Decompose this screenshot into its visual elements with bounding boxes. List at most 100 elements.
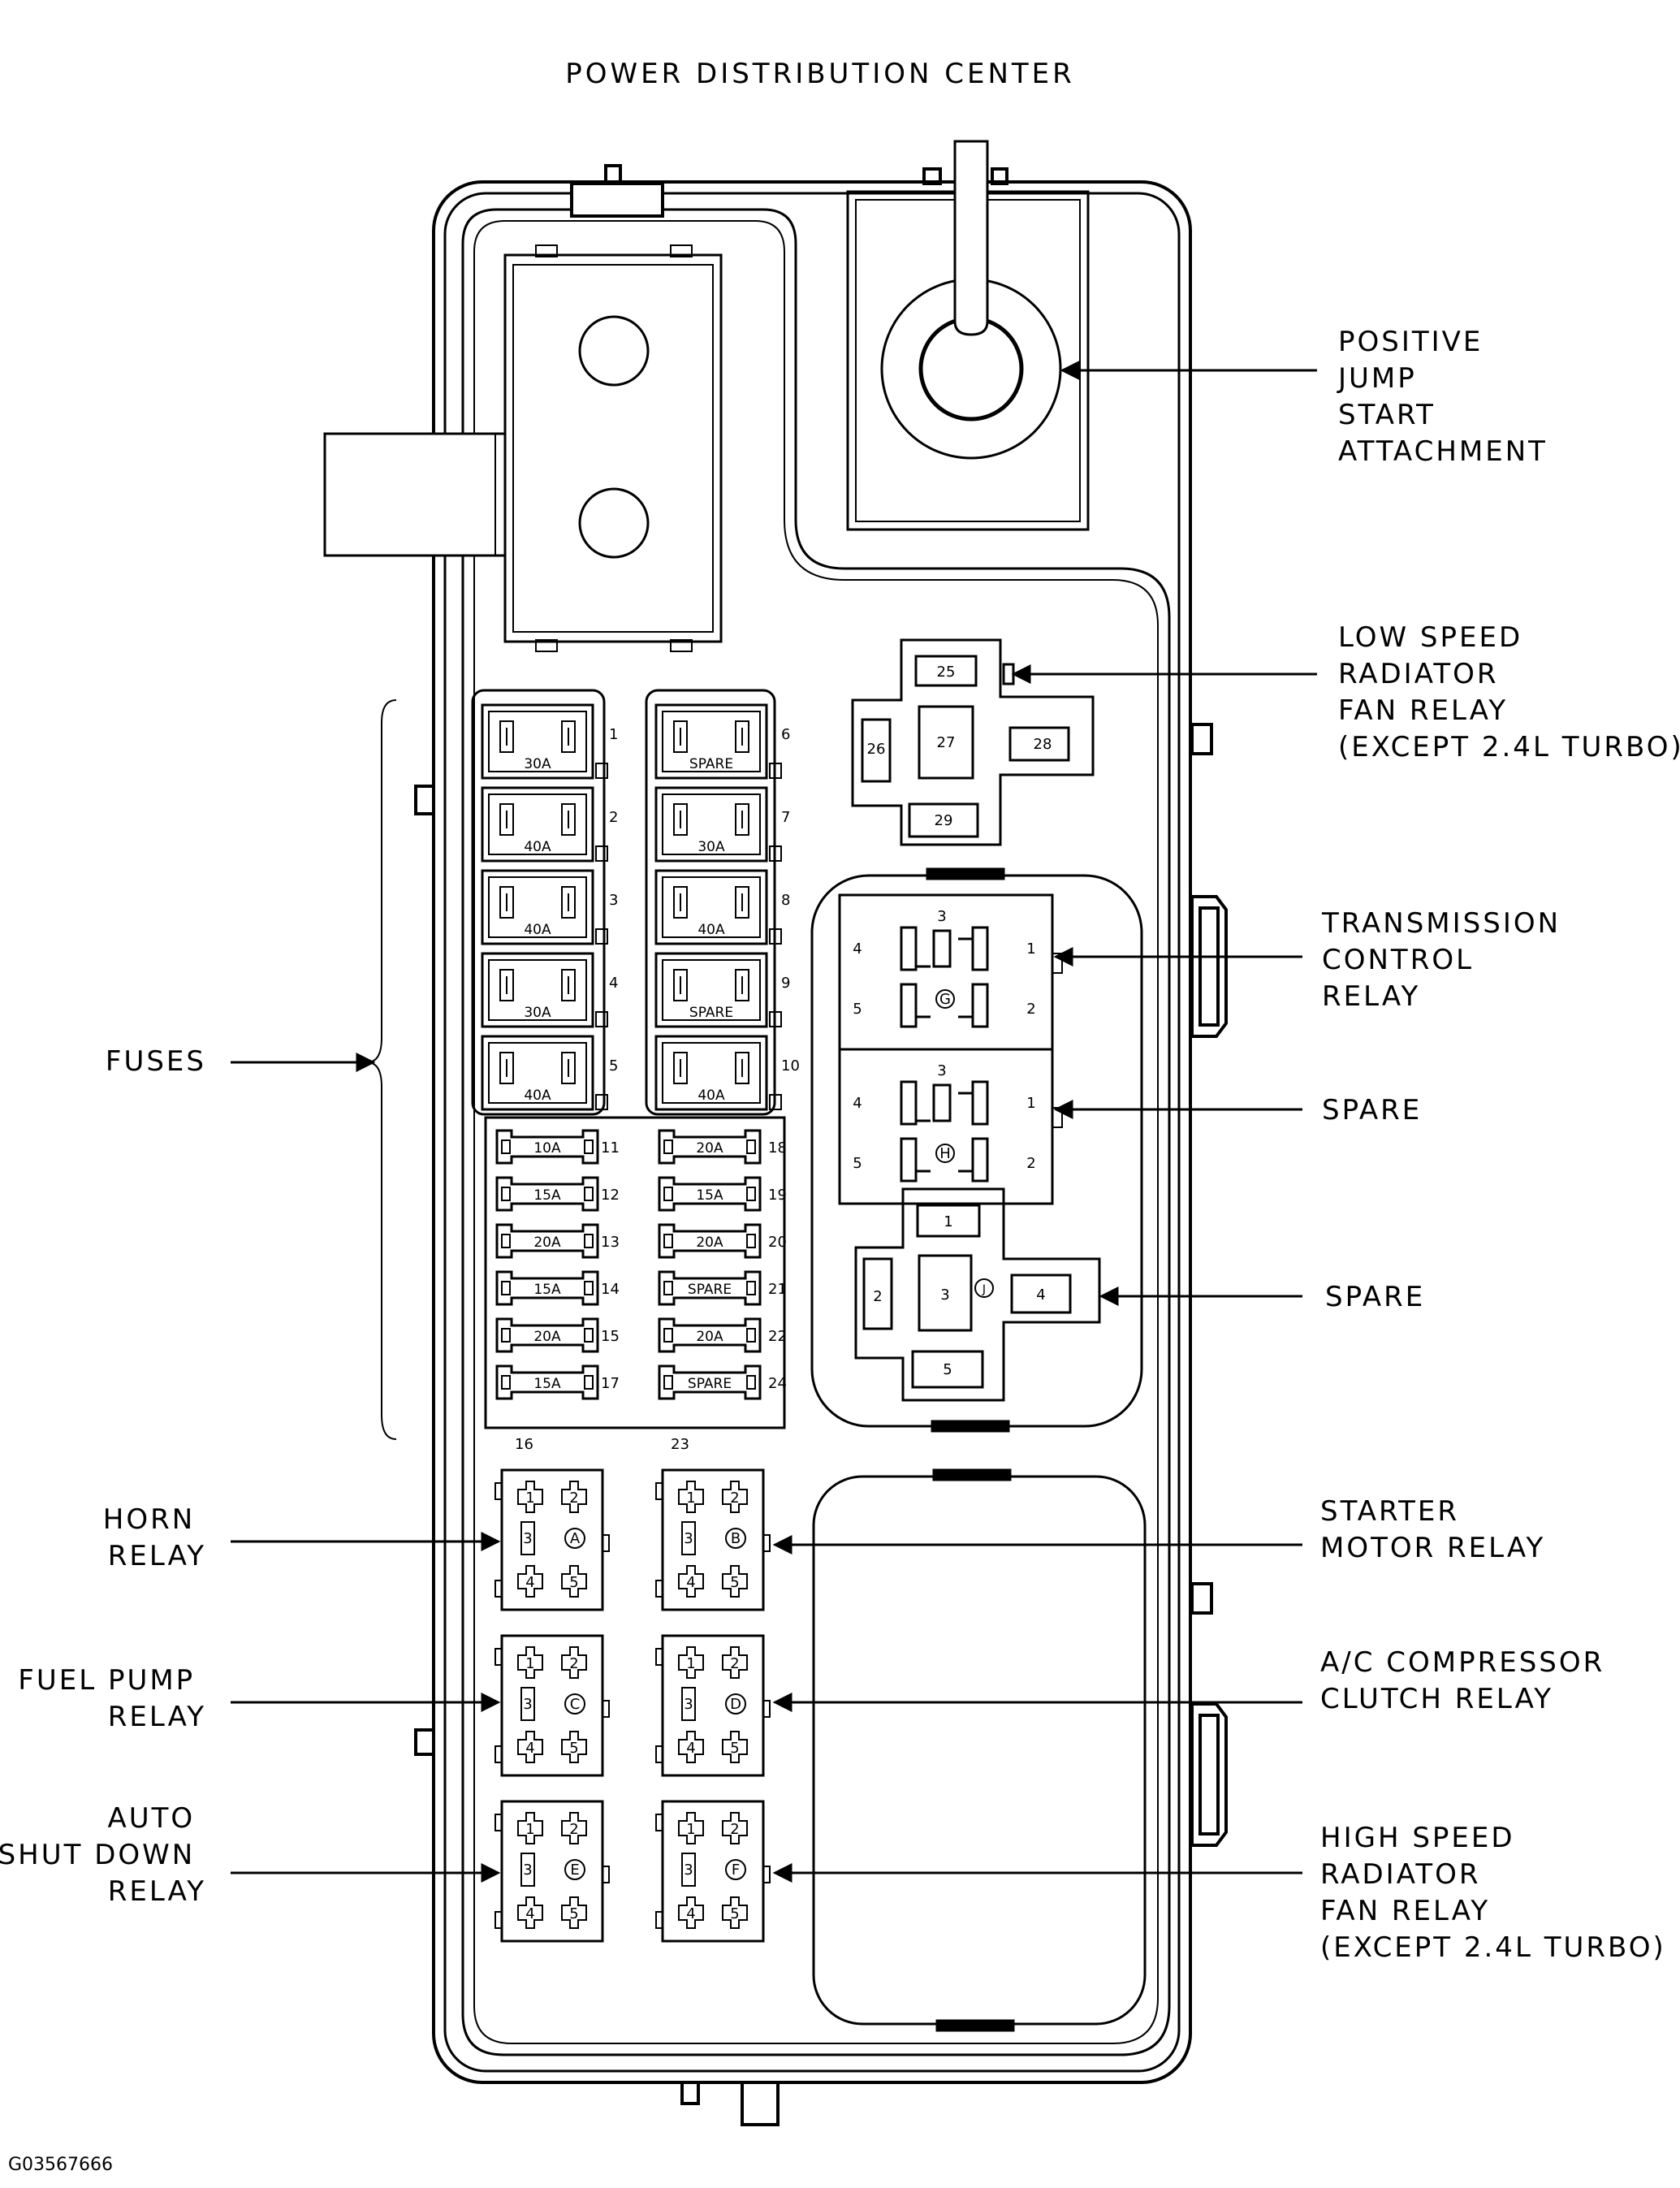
- relay-f-pin-4: 4: [686, 1905, 695, 1922]
- mini-fuse-24: [658, 1364, 762, 1400]
- relay-g-pin-3: 3: [937, 908, 946, 925]
- mini-fuse-rating-24: SPARE: [688, 1376, 732, 1392]
- fuse-number-24: 24: [768, 1375, 787, 1392]
- relay-h-terminals: [900, 1080, 989, 1183]
- relay-c-pin-3: 3: [523, 1696, 532, 1713]
- main-terminal-block: [323, 244, 723, 652]
- relay-a-pin-5: 5: [569, 1574, 578, 1591]
- label-auto-shut-down-relay: AUTO SHUT DOWN RELAY: [0, 1802, 206, 1908]
- fuse-number-17: 17: [601, 1375, 620, 1392]
- fuse-rating-8: 40A: [697, 922, 725, 938]
- mini-fuse-block: [484, 1116, 786, 1429]
- relay-b-pin-4: 4: [686, 1574, 695, 1591]
- relay-h-letter: H: [939, 1145, 951, 1162]
- relay-c-letter: C: [570, 1696, 581, 1713]
- relay-j-letter: J: [982, 1283, 986, 1296]
- fuse-number-9: 9: [781, 975, 790, 992]
- mini-fuse-17: [495, 1364, 599, 1400]
- fuse-number-1: 1: [609, 726, 618, 743]
- label-high-speed-fan-relay: HIGH SPEED RADIATOR FAN RELAY (EXCEPT 2.…: [1320, 1822, 1666, 1964]
- relay-c: [494, 1634, 610, 1777]
- callout-labels: POSITIVE JUMP START ATTACHMENT LOW SPEED…: [0, 326, 1680, 1964]
- mini-fuse-rating-14: 15A: [533, 1282, 561, 1298]
- relay-a-pin-3: 3: [523, 1530, 532, 1547]
- mini-fuse-20: [658, 1223, 762, 1259]
- relay-f-letter: F: [732, 1862, 740, 1879]
- mini-fuse-rating-20: 20A: [696, 1235, 723, 1251]
- relay-f-pin-1: 1: [686, 1821, 695, 1838]
- relay-f-pin-5: 5: [730, 1905, 739, 1922]
- mini-fuse-22: [658, 1317, 762, 1353]
- fuse-rating-6: SPARE: [689, 756, 733, 772]
- relay-e-pin-1: 1: [525, 1821, 534, 1838]
- fuse-number-11: 11: [601, 1139, 620, 1157]
- mini-fuse-rating-18: 20A: [696, 1140, 723, 1157]
- relay-g-pin-4: 4: [853, 940, 862, 958]
- fuse-number-13: 13: [601, 1234, 620, 1251]
- label-positive-jump-start: POSITIVE JUMP START ATTACHMENT: [1337, 326, 1548, 468]
- relay-h-pin-5: 5: [853, 1155, 862, 1172]
- relay-f-pin-3: 3: [684, 1862, 693, 1879]
- fuse-number-20: 20: [768, 1234, 787, 1251]
- fuse-number-5: 5: [609, 1057, 618, 1075]
- maxi-fuse-4: [481, 952, 608, 1028]
- relay-a-pin-1: 1: [525, 1490, 534, 1507]
- mini-fuse-rating-13: 20A: [533, 1235, 561, 1251]
- maxi-fuse-3: [481, 869, 608, 945]
- fuse-number-15: 15: [601, 1328, 620, 1345]
- relay-a: [494, 1468, 610, 1611]
- relay-h-pin-4: 4: [853, 1095, 862, 1112]
- relay-b-pin-2: 2: [730, 1490, 739, 1507]
- label-ac-compressor-relay: A/C COMPRESSOR CLUTCH RELAY: [1320, 1646, 1616, 1715]
- relay-g-letter: G: [939, 991, 951, 1008]
- relay-pin-26: 26: [867, 741, 886, 758]
- relay-d-pin-3: 3: [684, 1696, 693, 1713]
- maxi-fuse-9: [654, 952, 782, 1028]
- maxi-fuse-2: [481, 786, 608, 863]
- fuse-number-23: 23: [671, 1436, 689, 1453]
- maxi-fuse-8: [654, 869, 782, 945]
- relay-d-pin-2: 2: [730, 1655, 739, 1672]
- fuse-rating-9: SPARE: [689, 1005, 733, 1021]
- mini-fuse-18: [658, 1129, 762, 1165]
- fuse-number-7: 7: [781, 809, 790, 826]
- relay-h-pin-3: 3: [937, 1062, 946, 1079]
- empty-compartment: [812, 1468, 1147, 2032]
- mini-fuse-19: [658, 1176, 762, 1212]
- relay-b: [655, 1468, 771, 1611]
- relay-e-letter: E: [570, 1862, 579, 1879]
- label-fuses: FUSES: [106, 1045, 206, 1078]
- relay-d-pin-1: 1: [686, 1655, 695, 1672]
- jump-start-post: [846, 140, 1090, 531]
- fuse-number-19: 19: [768, 1187, 787, 1204]
- mini-fuse-15: [495, 1317, 599, 1353]
- relay-j-pin-5: 5: [943, 1361, 952, 1378]
- relay-b-pin-1: 1: [686, 1490, 695, 1507]
- relay-b-letter: B: [731, 1530, 741, 1547]
- maxi-fuse-7: [654, 786, 782, 863]
- relay-c-pin-2: 2: [569, 1655, 578, 1672]
- mini-fuse-rating-15: 20A: [533, 1329, 561, 1345]
- mini-fuse-rating-19: 15A: [696, 1187, 723, 1204]
- fuse-number-18: 18: [768, 1139, 787, 1157]
- relay-d-letter: D: [730, 1696, 741, 1713]
- relay-f: [655, 1800, 771, 1943]
- relay-e-pin-3: 3: [523, 1862, 532, 1879]
- maxi-fuse-5: [481, 1035, 608, 1111]
- relay-g-pin-5: 5: [853, 1001, 862, 1018]
- relay-pin-25: 25: [937, 664, 956, 681]
- relay-d-pin-5: 5: [730, 1740, 739, 1757]
- relay-c-pin-4: 4: [525, 1740, 534, 1757]
- maxi-fuse-6: [654, 703, 782, 780]
- relay-d: [655, 1634, 771, 1777]
- mini-fuse-14: [495, 1270, 599, 1306]
- fuse-number-21: 21: [768, 1281, 787, 1298]
- cross-relay-j: [854, 1187, 1101, 1402]
- label-fuel-pump-relay: FUEL PUMP RELAY: [18, 1664, 206, 1733]
- mini-fuse-rating-22: 20A: [696, 1329, 723, 1345]
